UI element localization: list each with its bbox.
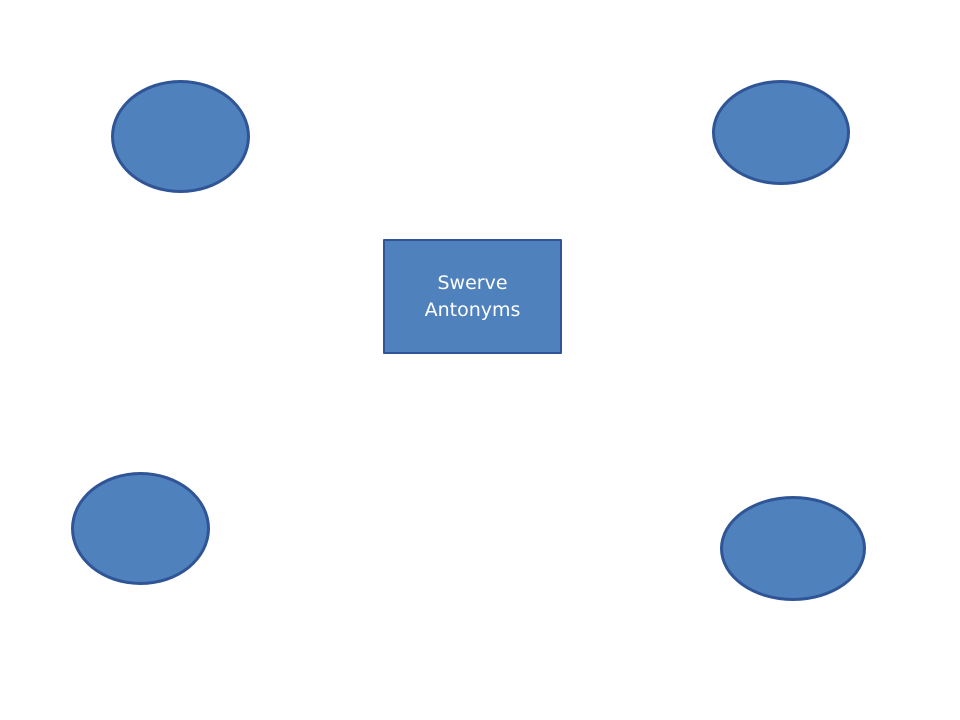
node-oval-bottom-right	[720, 496, 866, 601]
center-box-title-line-2: Antonyms	[424, 298, 521, 321]
node-oval-bottom-left	[71, 472, 210, 585]
center-box: Swerve Antonyms	[383, 239, 562, 354]
node-oval-top-right	[712, 80, 850, 185]
node-oval-top-left	[111, 80, 250, 193]
center-box-title-line-1: Swerve	[437, 271, 508, 294]
